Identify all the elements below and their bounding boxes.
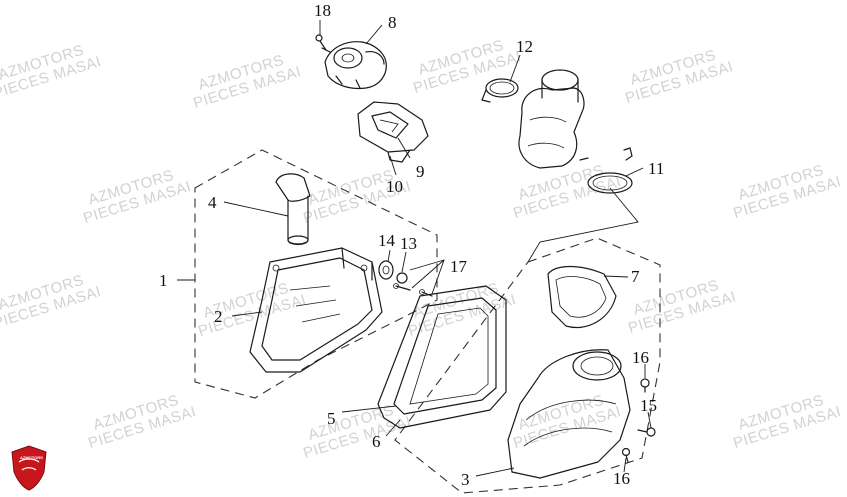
label-2: 2 [214, 307, 223, 326]
part-8-throttle-body [324, 41, 387, 90]
watermark: AZMOTORS PIECES MASAI [0, 272, 103, 332]
leader-lines [177, 20, 652, 477]
part-9-reed-plate [357, 101, 429, 163]
label-16-top: 16 [632, 348, 649, 367]
label-9: 9 [416, 162, 425, 181]
label-13: 13 [400, 234, 417, 253]
watermark: AZMOTORS PIECES MASAI [411, 37, 523, 97]
label-14: 14 [378, 231, 396, 250]
part-14-grommet [378, 260, 394, 280]
part-3-airbox-cover [507, 349, 631, 479]
watermark: AZMOTORS PIECES MASAI [301, 402, 413, 462]
label-16-bottom: 16 [613, 469, 630, 488]
intake-pipe [518, 69, 585, 169]
watermark: AZMOTORS PIECES MASAI [731, 392, 843, 452]
part-15-screw [637, 427, 656, 437]
part-2-airbox-case [249, 247, 383, 373]
watermark: AZMOTORS PIECES MASAI [81, 167, 193, 227]
part-17-screws [393, 283, 433, 297]
part-7-intake-duct [547, 265, 617, 328]
watermark: AZMOTORS PIECES MASAI [731, 162, 843, 222]
watermark: AZMOTORS PIECES MASAI [623, 47, 735, 107]
part-11-clamp [579, 147, 633, 194]
logo-text: AZMOTORS [20, 455, 43, 460]
assembly-boundary-right [394, 237, 661, 494]
label-3: 3 [461, 470, 470, 489]
part-4-breather-tube [275, 173, 311, 246]
label-12: 12 [516, 37, 533, 56]
part-16-screw-top [640, 378, 650, 393]
part-labels: 18 8 12 9 10 11 4 14 13 17 1 7 2 16 15 5… [159, 1, 664, 489]
assembly-boundary-left [194, 149, 438, 399]
label-17: 17 [450, 257, 468, 276]
watermark: AZMOTORS PIECES MASAI [191, 52, 303, 112]
label-8: 8 [388, 13, 397, 32]
label-10: 10 [386, 177, 403, 196]
label-6: 6 [372, 432, 381, 451]
part-12-clamp [481, 78, 519, 103]
label-1: 1 [159, 271, 168, 290]
part-18-bolt [315, 34, 331, 53]
connector-line [527, 187, 639, 263]
part-13-washer [396, 272, 408, 284]
watermark: AZMOTORS PIECES MASAI [0, 42, 103, 102]
label-4: 4 [208, 193, 217, 212]
label-15: 15 [640, 396, 657, 415]
label-11: 11 [648, 159, 664, 178]
watermark: AZMOTORS PIECES MASAI [196, 280, 308, 340]
watermark: AZMOTORS PIECES MASAI [86, 392, 198, 452]
part-16-screw-bottom [621, 447, 631, 463]
label-18: 18 [314, 1, 331, 20]
watermarks: AZMOTORS PIECES MASAI AZMOTORS PIECES MA… [0, 37, 843, 462]
label-7: 7 [631, 267, 640, 286]
label-5: 5 [327, 409, 336, 428]
azmotors-logo: AZMOTORS [11, 445, 47, 491]
